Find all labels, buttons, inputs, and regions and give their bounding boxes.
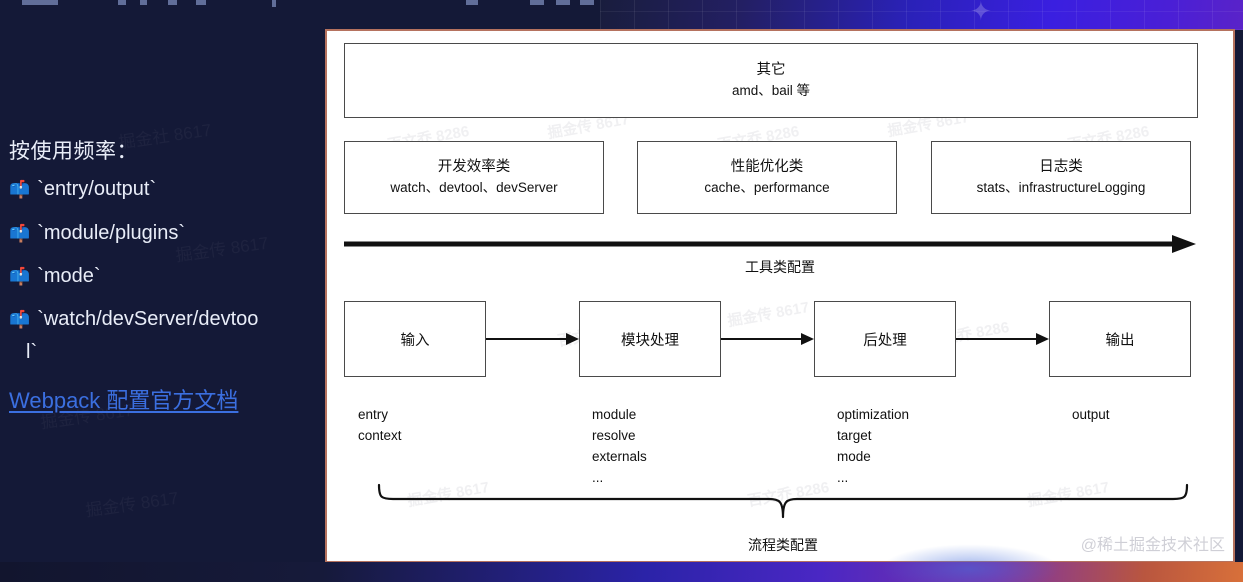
category-box-dev-efficiency: 开发效率类 watch、devtool、devServer [344,141,604,214]
page-watermark: 掘金传 8617 [84,484,180,522]
list-item-label-wrap: l` [26,341,38,363]
banner-grid-pattern [600,0,1243,30]
flow-box-label: 后处理 [863,332,907,349]
tool-config-arrow-label: 工具类配置 [745,259,815,275]
mailbox-icon: 📫 [9,180,31,199]
list-item-label: `entry/output` [37,178,157,200]
top-chrome-strip [0,0,620,30]
flow-box-label: 输入 [400,332,430,349]
tool-config-arrow-icon [344,235,1196,253]
page-watermark: 掘金传 8617 [174,229,270,267]
left-notes-panel: 掘金社 8617 掘金传 8617 掘金传 8617 掘金传 8617 按使用频… [0,30,325,562]
list-item-label: `watch/devServer/devtoo [37,308,259,330]
stage-options-output: output [1072,407,1110,422]
stage-options-post: optimization target mode ... [837,407,910,485]
other-category-title: 其它 [756,62,786,79]
category-subtitle: cache、performance [704,180,830,196]
flow-box-output: 输出 [1049,301,1191,377]
mailbox-icon: 📫 [9,224,31,243]
category-box-performance: 性能优化类 cache、performance [637,141,897,214]
community-watermark: @稀土掘金技术社区 [1080,537,1225,554]
category-subtitle: stats、infrastructureLogging [976,180,1146,196]
decorative-bottom-banner [0,544,1243,582]
list-item: 📫 `entry/output` [9,178,156,201]
list-item-label: `mode` [37,265,101,287]
notes-heading: 按使用频率： [9,140,138,163]
stage-options-input: entry context [358,407,402,443]
category-box-logging: 日志类 stats、infrastructureLogging [931,141,1191,214]
flow-connector-arrow-icon [486,333,579,345]
banner-blob [880,544,1060,582]
list-item: 📫 `module/plugins` [9,222,185,245]
category-title: 开发效率类 [437,159,511,176]
category-title: 日志类 [1039,159,1083,176]
list-item: 📫 `mode` [9,265,101,288]
mailbox-icon: 📫 [9,310,31,329]
decorative-top-banner: ✦ [600,0,1243,30]
mailbox-icon: 📫 [9,267,31,286]
stage-options-module: module resolve externals ... [592,407,647,485]
flow-box-input: 输入 [344,301,486,377]
flow-box-post-process: 后处理 [814,301,956,377]
category-title: 性能优化类 [730,159,804,176]
star-icon: ✦ [970,0,992,26]
flow-box-module-process: 模块处理 [579,301,721,377]
flow-connector-arrow-icon [721,333,814,345]
process-config-brace-icon [377,483,1189,519]
category-subtitle: watch、devtool、devServer [390,180,558,196]
flow-box-label: 输出 [1105,332,1135,349]
slide-watermark-deco: 掘金传 8617 [726,298,811,331]
process-config-label: 流程类配置 [748,537,818,553]
list-item-label: `module/plugins` [37,222,186,244]
webpack-docs-link[interactable]: Webpack 配置官方文档 [9,388,239,413]
other-category-subtitle: amd、bail 等 [731,83,811,99]
flow-connector-arrow-icon [956,333,1049,345]
diagram-slide: 百文乔 8286 掘金传 8617 百文乔 8286 掘金传 8617 百文乔 … [325,29,1235,563]
flow-box-label: 模块处理 [621,332,679,349]
list-item: 📫 `watch/devServer/devtoo [9,308,258,331]
other-category-box: 其它 amd、bail 等 [344,43,1198,118]
